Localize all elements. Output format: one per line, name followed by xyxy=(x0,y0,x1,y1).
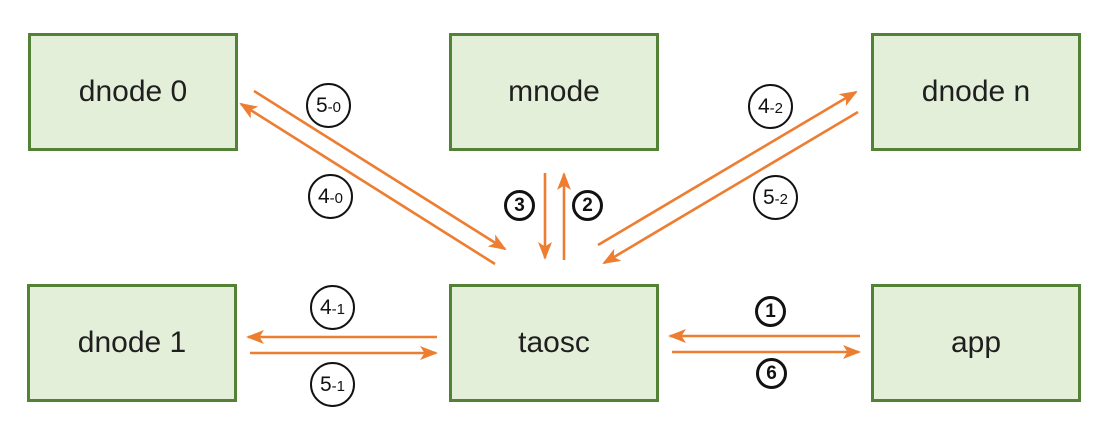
node-dnoden-label: dnode n xyxy=(921,75,1031,108)
node-mnode-label: mnode xyxy=(508,75,600,108)
edge-label-5-1-suffix: -1 xyxy=(331,377,346,395)
edge-label-3-text: 3 xyxy=(514,195,525,216)
edge-label-4-1: 4-1 xyxy=(310,285,355,330)
node-taosc-label: taosc xyxy=(518,326,590,359)
edge-label-1: 1 xyxy=(755,296,786,327)
node-dnode0-label: dnode 0 xyxy=(78,75,188,108)
arrow-dnode0-to-taosc xyxy=(253,89,507,251)
edge-label-4-2: 4-2 xyxy=(748,84,793,129)
node-dnode0: dnode 0 xyxy=(28,33,238,151)
node-dnode1: dnode 1 xyxy=(27,284,237,402)
edge-label-6-text: 6 xyxy=(766,363,777,384)
edge-label-3: 3 xyxy=(504,190,535,221)
edge-label-2: 2 xyxy=(572,190,603,221)
arrow-dnoden-to-taosc xyxy=(602,110,859,265)
arrow-taosc-to-dnode0 xyxy=(239,102,496,266)
node-app: app xyxy=(871,284,1081,402)
edge-label-5-0: 5-0 xyxy=(306,83,351,128)
edge-label-1-text: 1 xyxy=(765,301,776,322)
node-dnoden: dnode n xyxy=(871,33,1081,151)
node-mnode: mnode xyxy=(449,33,659,151)
edge-label-5-0-suffix: -0 xyxy=(327,98,342,116)
edge-label-4-2-text: 4 xyxy=(757,95,770,118)
edge-label-5-0-text: 5 xyxy=(315,94,328,117)
edge-label-4-0: 4-0 xyxy=(308,174,353,219)
node-taosc: taosc xyxy=(449,284,659,402)
edge-label-2-text: 2 xyxy=(582,195,593,216)
edge-label-4-0-suffix: -0 xyxy=(329,189,344,207)
edge-label-5-1-text: 5 xyxy=(319,373,332,396)
edge-label-4-1-suffix: -1 xyxy=(331,300,346,318)
node-dnode1-label: dnode 1 xyxy=(77,326,187,359)
edge-label-5-1: 5-1 xyxy=(310,362,355,407)
edge-label-4-2-suffix: -2 xyxy=(769,99,784,117)
edge-label-5-2: 5-2 xyxy=(753,175,798,220)
edge-label-6: 6 xyxy=(756,358,787,389)
arrow-taosc-to-dnoden xyxy=(597,90,858,247)
edge-label-4-1-text: 4 xyxy=(319,296,332,319)
edge-label-5-2-suffix: -2 xyxy=(774,190,789,208)
node-app-label: app xyxy=(950,326,1002,359)
edge-label-5-2-text: 5 xyxy=(762,186,775,209)
edge-label-4-0-text: 4 xyxy=(317,185,330,208)
